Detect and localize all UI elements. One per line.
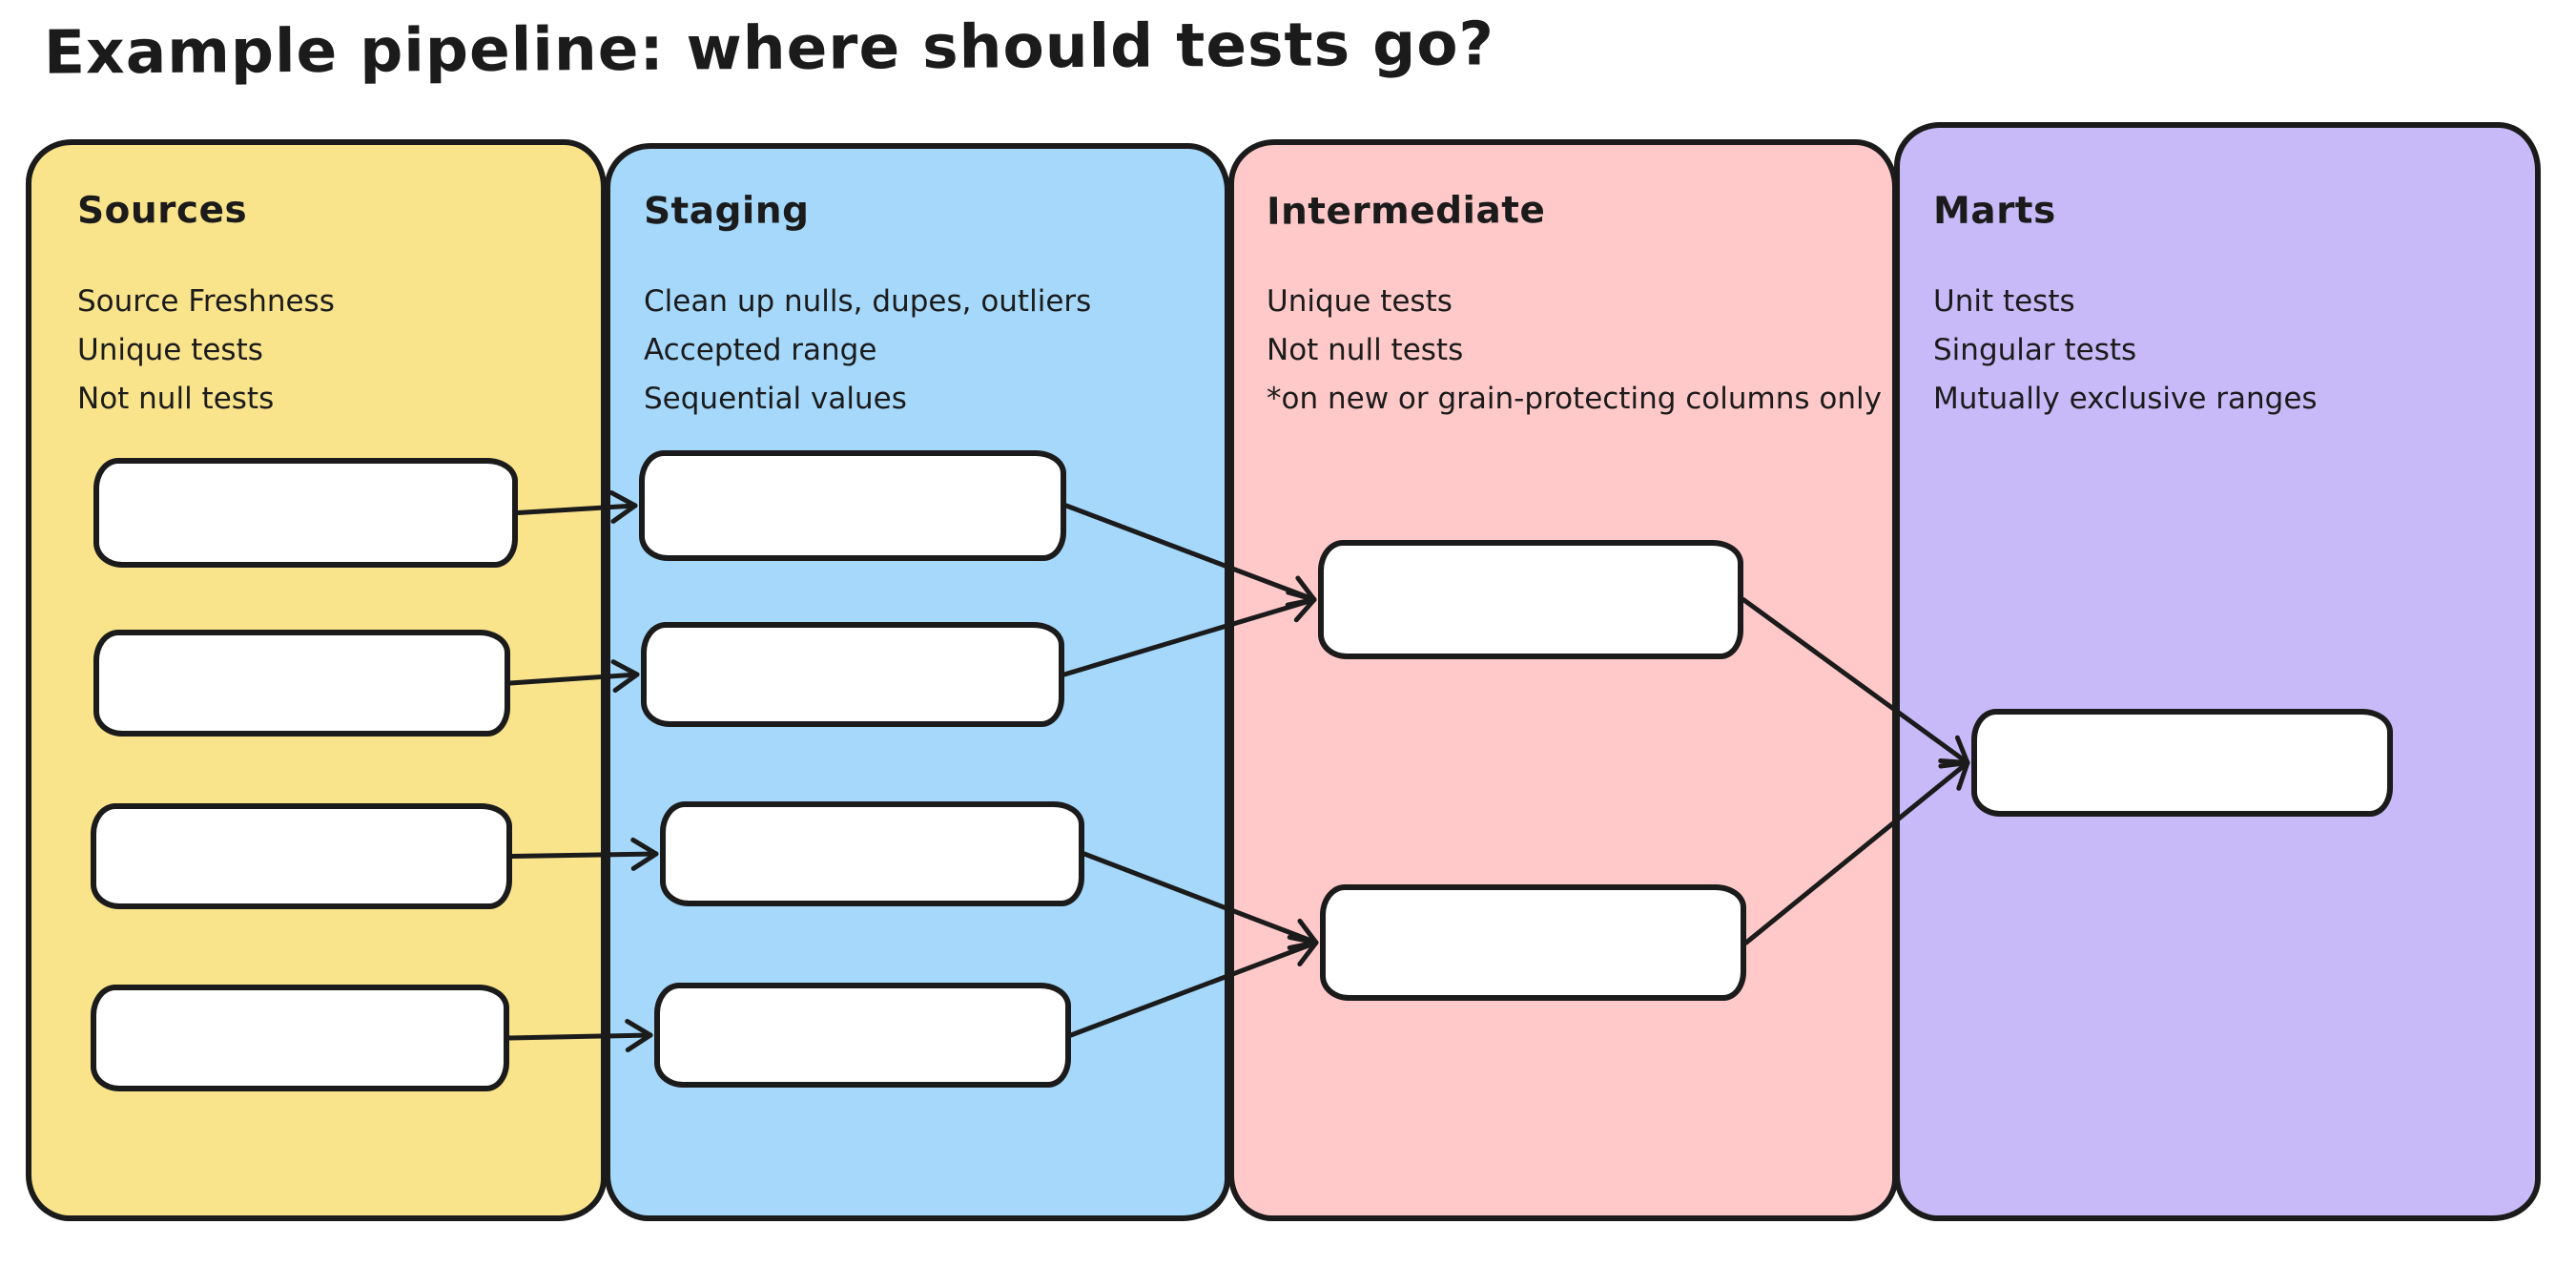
- model-box-intermediate-2: [1320, 884, 1746, 1001]
- intermediate-text-block: Intermediate Unique tests Not null tests…: [1267, 189, 1882, 424]
- sources-notes: Source Freshness Unique tests Not null t…: [77, 278, 335, 424]
- staging-notes: Clean up nulls, dupes, outliers Accepted…: [644, 278, 1091, 424]
- note-line: Unique tests: [77, 333, 263, 367]
- model-box-staging-3: [660, 801, 1084, 906]
- marts-notes: Unit tests Singular tests Mutually exclu…: [1933, 278, 2318, 424]
- note-line: Not null tests: [77, 382, 275, 416]
- note-line: Clean up nulls, dupes, outliers: [644, 284, 1092, 319]
- model-box-source-4: [91, 985, 509, 1091]
- staging-label: Staging: [643, 189, 810, 234]
- diagram-title: Example pipeline: where should tests go?: [43, 9, 1495, 88]
- note-line: *on new or grain-protecting columns only: [1267, 382, 1882, 416]
- staging-text-block: Staging Clean up nulls, dupes, outliers …: [644, 189, 1091, 424]
- note-line: Source Freshness: [77, 284, 335, 319]
- note-line: Singular tests: [1933, 333, 2137, 367]
- intermediate-notes: Unique tests Not null tests *on new or g…: [1267, 278, 1882, 424]
- column-marts: [1894, 122, 2541, 1221]
- note-line: Mutually exclusive ranges: [1933, 382, 2318, 416]
- note-line: Accepted range: [644, 333, 877, 367]
- model-box-staging-1: [639, 450, 1066, 561]
- note-line: Unique tests: [1267, 284, 1453, 319]
- model-box-staging-2: [641, 622, 1064, 727]
- model-box-source-3: [91, 803, 512, 909]
- sources-text-block: Sources Source Freshness Unique tests No…: [77, 189, 335, 424]
- model-box-mart-1: [1971, 709, 2393, 817]
- marts-label: Marts: [1932, 189, 2056, 234]
- model-box-source-1: [93, 458, 518, 568]
- note-line: Sequential values: [644, 382, 907, 416]
- sources-label: Sources: [76, 188, 248, 233]
- model-box-staging-4: [654, 983, 1071, 1088]
- marts-text-block: Marts Unit tests Singular tests Mutually…: [1933, 189, 2318, 424]
- model-box-source-2: [93, 630, 510, 737]
- model-box-intermediate-1: [1318, 540, 1743, 659]
- note-line: Not null tests: [1267, 333, 1464, 367]
- note-line: Unit tests: [1933, 284, 2075, 319]
- intermediate-label: Intermediate: [1266, 189, 1546, 234]
